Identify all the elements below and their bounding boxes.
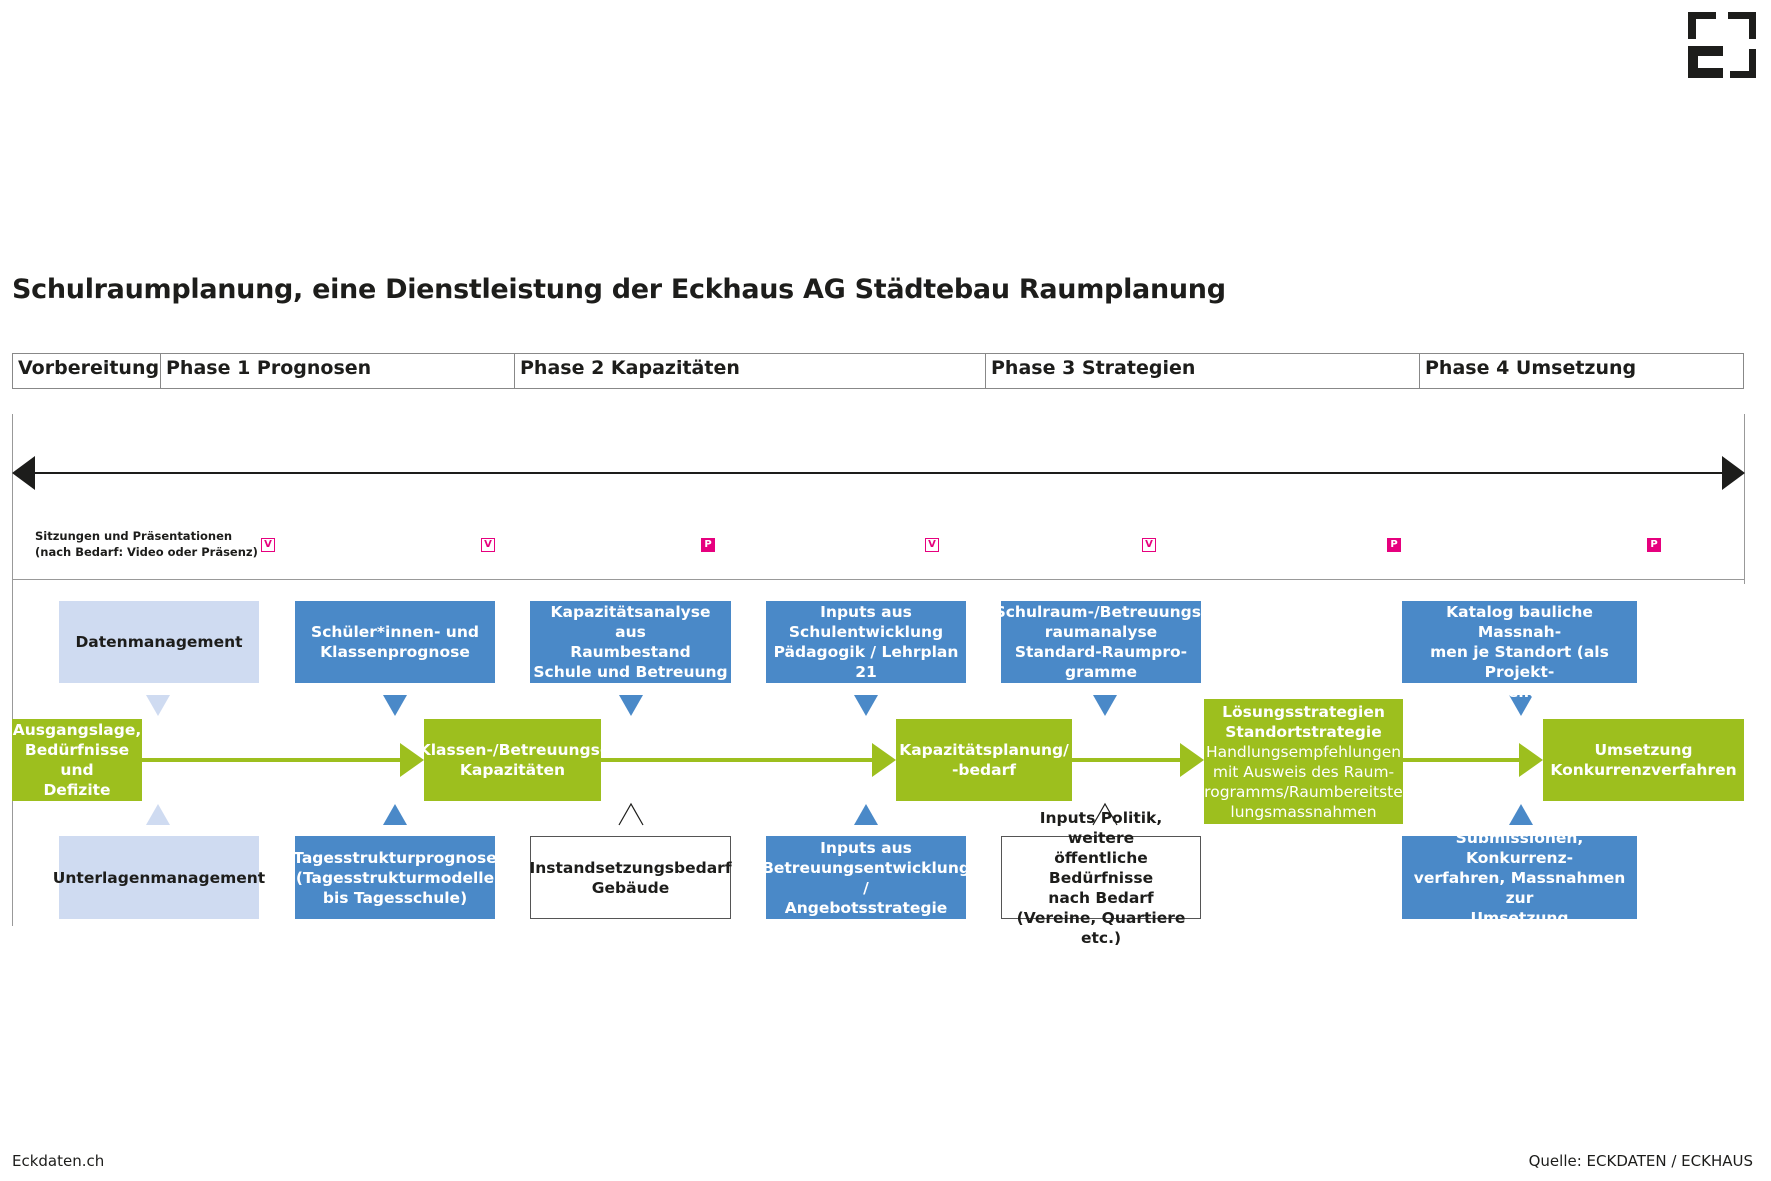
box-kapazitaetsplanung: Kapazitätsplanung/ -bedarf bbox=[896, 719, 1072, 801]
up-triangle-icon bbox=[146, 804, 170, 825]
box-datenmanagement: Datenmanagement bbox=[59, 601, 259, 683]
flow-arrowhead-icon bbox=[872, 743, 896, 777]
box-inputs-politik: Inputs Politik, weitere öffentliche Bedü… bbox=[1001, 809, 1201, 947]
flow-connectors bbox=[141, 695, 1543, 826]
box-kapazitaetsanalyse: Kapazitätsanalyse aus Raumbestand Schule… bbox=[530, 601, 731, 683]
box-tagesstrukturprognose: Tagesstrukturprognose (Tagesstrukturmode… bbox=[293, 836, 497, 919]
sessions-label: Sitzungen und Präsentationen (nach Bedar… bbox=[35, 528, 258, 560]
box-schuelerprognose: Schüler*innen- und Klassenprognose bbox=[295, 601, 495, 683]
down-triangle-icon bbox=[1093, 695, 1117, 716]
session-marker-praesenz: P bbox=[701, 538, 715, 552]
page-title: Schulraumplanung, eine Dienstleistung de… bbox=[12, 274, 1226, 305]
box-massnahmenplanung: Massnahmenplanung Katalog bauliche Massn… bbox=[1402, 583, 1637, 701]
phase-4-umsetzung: Phase 4 Umsetzung bbox=[1419, 354, 1743, 388]
box-submissionen: Submissionen, Konkurrenz- verfahren, Mas… bbox=[1402, 829, 1637, 927]
eckhaus-logo-icon bbox=[1688, 12, 1756, 78]
box-instandsetzungsbedarf: Instandsetzungsbedarf Gebäude bbox=[529, 836, 732, 919]
up-triangle-icon bbox=[383, 804, 407, 825]
box-klassen-kapazitaeten: Klassen-/Betreuungs- Kapazitäten bbox=[419, 719, 606, 801]
session-marker-video: V bbox=[261, 538, 275, 552]
session-marker-video: V bbox=[1142, 538, 1156, 552]
box-ausgangslage: Ausgangslage, Bedürfnisse und Defizite bbox=[12, 719, 142, 801]
down-triangle-icon bbox=[383, 695, 407, 716]
down-triangle-icon bbox=[854, 695, 878, 716]
diagram-left-border bbox=[12, 414, 13, 926]
session-marker-praesenz: P bbox=[1647, 538, 1661, 552]
up-caret-outline-icon bbox=[1092, 802, 1118, 826]
session-marker-praesenz: P bbox=[1387, 538, 1401, 552]
flow-arrowhead-icon bbox=[1519, 743, 1543, 777]
phase-3-strategien: Phase 3 Strategien bbox=[985, 354, 1419, 388]
sessions-label-line2: (nach Bedarf: Video oder Präsenz) bbox=[35, 545, 258, 559]
flow-arrowhead-icon bbox=[1180, 743, 1204, 777]
down-triangle-icon bbox=[146, 695, 170, 716]
box-loesungsstrategien: Lösungsstrategien Standortstrategie Hand… bbox=[1194, 699, 1413, 824]
phase-bar: Vorbereitung Phase 1 Prognosen Phase 2 K… bbox=[12, 353, 1744, 389]
double-headed-arrow-icon bbox=[12, 456, 1745, 490]
footer-website: Eckdaten.ch bbox=[12, 1152, 105, 1170]
diagram-right-border bbox=[1744, 414, 1745, 584]
up-triangle-icon bbox=[1509, 804, 1533, 825]
sessions-label-line1: Sitzungen und Präsentationen bbox=[35, 529, 233, 543]
box-umsetzung: Umsetzung Konkurrenzverfahren bbox=[1543, 719, 1744, 801]
up-caret-outline-icon bbox=[618, 802, 644, 826]
box-inputs-schulentwicklung: Inputs aus Schulentwicklung Pädagogik / … bbox=[766, 601, 966, 683]
phase-vorbereitung: Vorbereitung bbox=[18, 357, 160, 379]
down-triangle-icon bbox=[1509, 695, 1533, 716]
phase-1-prognosen: Phase 1 Prognosen bbox=[160, 354, 514, 388]
section-divider bbox=[12, 579, 1745, 580]
flow-arrowhead-icon bbox=[400, 743, 424, 777]
footer-source: Quelle: ECKDATEN / ECKHAUS bbox=[1528, 1152, 1753, 1170]
box-unterlagenmanagement: Unterlagenmanagement bbox=[53, 836, 265, 919]
session-marker-video: V bbox=[481, 538, 495, 552]
box-schulraumanalyse: Schulraum-/Betreuungs- raumanalyse Stand… bbox=[994, 601, 1208, 683]
session-marker-video: V bbox=[925, 538, 939, 552]
up-triangle-icon bbox=[854, 804, 878, 825]
phase-2-kapazitaeten: Phase 2 Kapazitäten bbox=[514, 354, 985, 388]
box-inputs-betreuungsentwicklung: Inputs aus Betreuungsentwicklung / Angeb… bbox=[762, 836, 970, 919]
down-triangle-icon bbox=[619, 695, 643, 716]
